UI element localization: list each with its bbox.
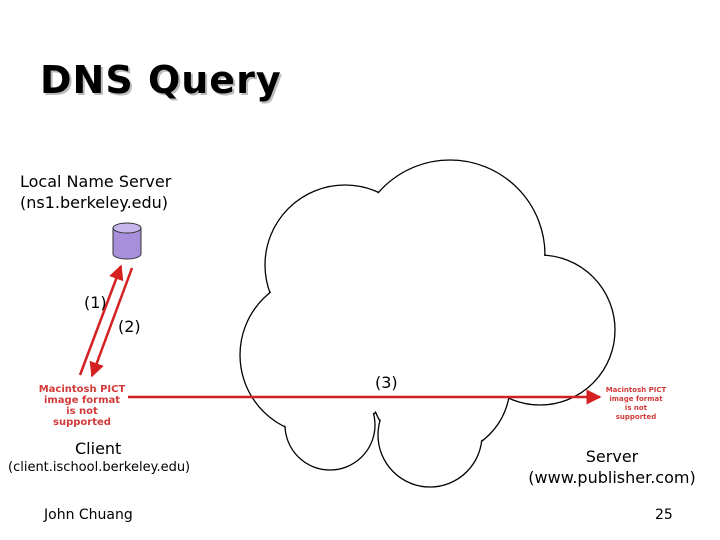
local-name-server-line1: Local Name Server bbox=[20, 172, 172, 191]
client-host-label: (client.ischool.berkeley.edu) bbox=[8, 460, 191, 475]
step-1-label: (1) bbox=[84, 293, 107, 312]
server-label: Server (www.publisher.com) bbox=[528, 446, 696, 488]
server-pict-line2: image format bbox=[609, 395, 663, 403]
client-image-placeholder: Macintosh PICT image format is not suppo… bbox=[36, 384, 128, 428]
local-name-server-label: Local Name Server (ns1.berkeley.edu) bbox=[20, 171, 171, 213]
client-pict-line1: Macintosh PICT bbox=[38, 384, 126, 395]
client-pict-line3: is not supported bbox=[53, 406, 111, 428]
client-label: Client bbox=[75, 439, 122, 458]
client-pict-line2: image format bbox=[43, 395, 121, 406]
server-image-placeholder: Macintosh PICT image format is not suppo… bbox=[604, 386, 668, 422]
arrow-step-1 bbox=[78, 264, 124, 376]
server-name: Server bbox=[585, 447, 639, 466]
step-3-label: (3) bbox=[375, 373, 398, 392]
server-pict-line3: is not supported bbox=[615, 404, 657, 421]
database-icon bbox=[112, 222, 142, 260]
page-number: 25 bbox=[655, 507, 673, 523]
footer-author: John Chuang bbox=[44, 507, 133, 523]
arrow-step-2 bbox=[89, 267, 134, 378]
local-name-server-line2: (ns1.berkeley.edu) bbox=[20, 193, 169, 212]
step-2-label: (2) bbox=[118, 317, 141, 336]
page-title: DNS Query bbox=[40, 58, 282, 102]
server-host: (www.publisher.com) bbox=[528, 468, 696, 487]
server-pict-line1: Macintosh PICT bbox=[605, 386, 667, 394]
